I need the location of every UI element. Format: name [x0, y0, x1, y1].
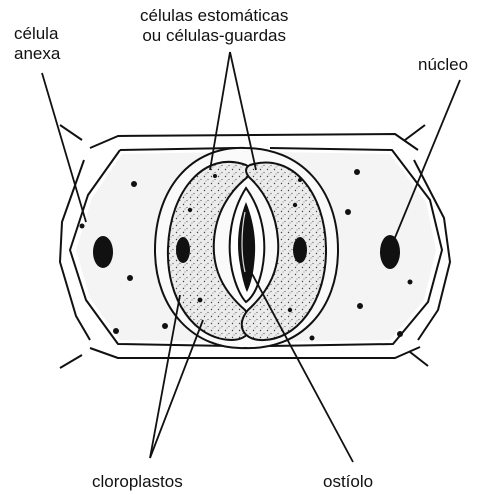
label-celulas-estomaticas: células estomáticas ou células-guardas — [140, 6, 288, 46]
label-estomaticas-line2: ou células-guardas — [140, 26, 288, 46]
nucleus-right-guard — [293, 237, 307, 263]
label-ostiolo: ostíolo — [323, 472, 373, 492]
nucleus-left-guard — [176, 237, 190, 263]
label-nucleo: núcleo — [418, 55, 468, 75]
label-cloroplastos: cloroplastos — [92, 472, 183, 492]
label-celula-anexa-line2: anexa — [14, 44, 60, 64]
label-estomaticas-line1: células estomáticas — [140, 6, 288, 26]
nucleus-right-cell — [380, 235, 400, 269]
nucleus-left-cell — [93, 236, 113, 268]
label-celula-anexa-line1: célula — [14, 24, 60, 44]
label-celula-anexa: célula anexa — [14, 24, 60, 64]
